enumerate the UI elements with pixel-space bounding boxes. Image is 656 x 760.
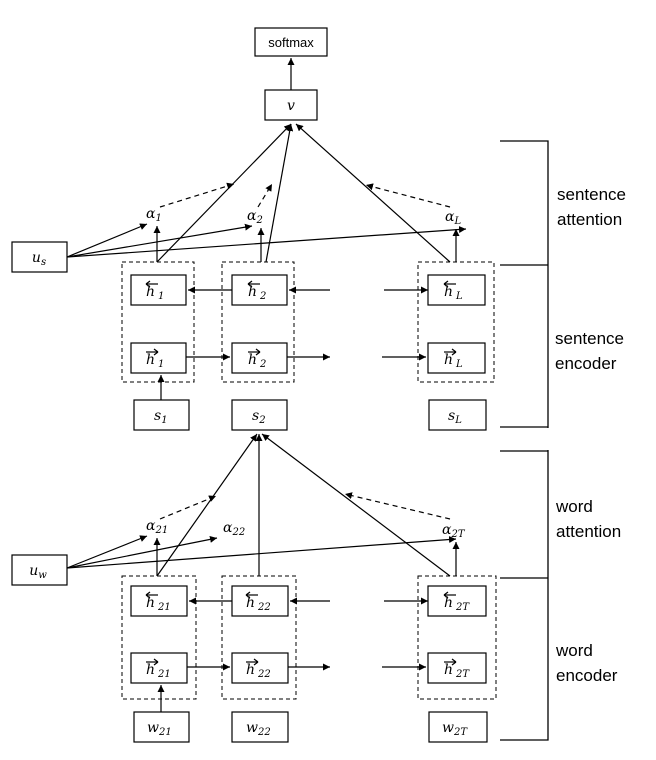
s-input-1-box — [133, 399, 190, 431]
label-word-encoder-1: word — [555, 641, 593, 660]
w-h-fwd-2T-box — [427, 652, 487, 684]
s-alpha-2: α2 — [247, 208, 263, 226]
v-box — [264, 89, 318, 121]
w-input-2T: w2T — [442, 720, 468, 738]
w-h-fwd-2T-harpoon — [451, 658, 457, 666]
s-column-L — [417, 261, 495, 383]
w-alpha-21: α21 — [146, 518, 168, 536]
label-word-attention-2: attention — [556, 522, 621, 541]
softmax-box — [254, 27, 328, 57]
w-column-21 — [121, 575, 197, 700]
w-h-back-21-harpoon — [145, 591, 151, 599]
s-alpha1-dashed-arrow — [159, 182, 235, 208]
s-h-back-2-box — [231, 274, 288, 306]
s-h2-to-v-arrow — [265, 123, 294, 263]
s-h-fwd-2-harpoon — [255, 348, 261, 356]
label-word-encoder-2: encoder — [556, 666, 618, 685]
w-input-2T-box — [428, 711, 488, 743]
w-h-back-2T-harpoon — [443, 591, 449, 599]
u-w-box — [11, 554, 68, 586]
w-h21-to-s2-arrow — [156, 433, 258, 577]
uw-to-alpha2T-arrow — [66, 536, 457, 569]
w-h-back-21-box — [130, 585, 188, 617]
s-column-1 — [121, 261, 195, 383]
s-h-back-1-box — [130, 274, 187, 306]
w-h-fwd-22-harpoon — [253, 658, 259, 666]
s-h-back-2-harpoon — [247, 280, 253, 288]
s-hL-to-v-arrow — [295, 123, 451, 263]
w-h-fwd-21-box — [130, 652, 188, 684]
w-alpha-22: α22 — [223, 520, 245, 538]
w-h-fwd-21-harpoon — [153, 658, 159, 666]
right-bracket-frame — [500, 140, 549, 741]
label-sentence-attention-2: attention — [557, 210, 622, 229]
s-h-fwd-2-box — [231, 342, 288, 374]
uw-to-alpha21-arrow — [66, 535, 148, 569]
w-input-22-box — [231, 711, 289, 743]
label-word-attention-1: word — [555, 497, 593, 516]
label-sentence-encoder-2: encoder — [555, 354, 617, 373]
s-input-L: sL — [448, 408, 462, 426]
w-h-back-2T-box — [427, 585, 487, 617]
s-alphaL-dashed-arrow — [365, 183, 451, 208]
s-h1-to-v-arrow — [156, 123, 292, 263]
s-input-2-box — [231, 399, 288, 431]
s-h-fwd-1-harpoon — [153, 348, 159, 356]
s-column-2 — [221, 261, 295, 383]
softmax-label: softmax — [268, 35, 314, 50]
w-alpha21-dashed-arrow — [159, 495, 217, 520]
u-s-label: us — [32, 250, 46, 268]
s-alpha2-dashed-arrow — [257, 183, 273, 208]
w-h-fwd-22-box — [231, 652, 289, 684]
label-sentence-encoder-1: sentence — [555, 329, 624, 348]
w-alpha2T-dashed-arrow — [344, 492, 451, 520]
v-label: v — [287, 98, 295, 114]
us-to-alphaL-arrow — [66, 225, 467, 258]
w-column-22 — [221, 575, 297, 700]
w-alpha-2T: α2T — [442, 522, 466, 540]
w-h-back-22-harpoon — [245, 591, 251, 599]
w-input-21-box — [133, 711, 190, 743]
s-h-fwd-1-box — [130, 342, 187, 374]
s-h-fwd-L-box — [427, 342, 486, 374]
u-w-label: uw — [29, 563, 47, 581]
label-sentence-attention-1: sentence — [557, 185, 626, 204]
uw-to-alpha22-arrow — [66, 535, 218, 569]
s-h-fwd-L-harpoon — [451, 348, 457, 356]
s-h-back-1-harpoon — [145, 280, 151, 288]
w-h-back-22-box — [231, 585, 289, 617]
u-s-box — [11, 241, 68, 273]
w-input-22: w22 — [246, 720, 271, 738]
us-to-alpha1-arrow — [66, 223, 148, 258]
s-input-2: s2 — [252, 408, 266, 426]
s-input-1: s1 — [154, 408, 168, 426]
w-input-21: w21 — [147, 720, 172, 738]
w-h2T-to-s2-arrow — [261, 433, 451, 577]
s-alpha-1: α1 — [146, 206, 162, 224]
s-input-L-box — [428, 399, 487, 431]
s-alpha-L: αL — [445, 209, 461, 227]
s-h-back-L-harpoon — [443, 280, 449, 288]
us-to-alpha2-arrow — [66, 223, 253, 258]
w-column-2T — [417, 575, 497, 700]
